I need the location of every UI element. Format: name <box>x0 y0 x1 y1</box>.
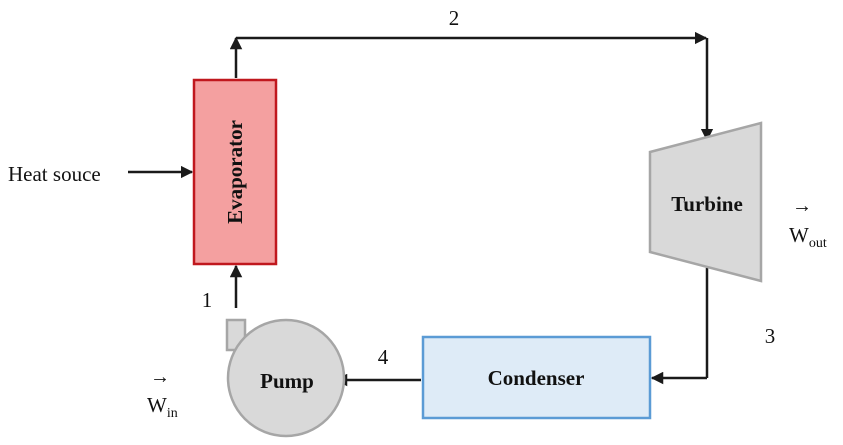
work-in-arrow-icon: → <box>150 366 170 388</box>
condenser-box <box>421 335 652 420</box>
turbine-shape <box>648 121 763 283</box>
state-1-label: 1 <box>202 288 213 312</box>
pump-body <box>226 318 346 438</box>
flow-lines <box>128 31 714 387</box>
evaporator-box <box>192 78 278 266</box>
work-in-symbol: Win <box>147 393 178 421</box>
work-in-main: W <box>147 393 167 417</box>
turbine-label: Turbine <box>671 192 743 216</box>
turbine: Turbine <box>648 121 763 283</box>
work-in-label: → Win <box>147 366 178 421</box>
evaporator: Evaporator <box>192 78 278 266</box>
heat-source-label: Heat souce <box>8 162 101 186</box>
condenser-label: Condenser <box>488 366 585 390</box>
pump: Pump <box>225 318 346 438</box>
state-2-label: 2 <box>449 6 460 30</box>
work-out-subscript: out <box>809 236 827 251</box>
work-out-label: → Wout <box>789 195 827 251</box>
state-4-label: 4 <box>378 345 389 369</box>
evaporator-label: Evaporator <box>223 120 247 224</box>
work-out-symbol: Wout <box>789 223 827 251</box>
pump-label: Pump <box>260 369 314 393</box>
work-out-arrow-icon: → <box>792 195 812 217</box>
condenser: Condenser <box>421 335 652 420</box>
state-3-label: 3 <box>765 324 776 348</box>
work-in-subscript: in <box>167 406 178 421</box>
work-out-main: W <box>789 223 809 247</box>
